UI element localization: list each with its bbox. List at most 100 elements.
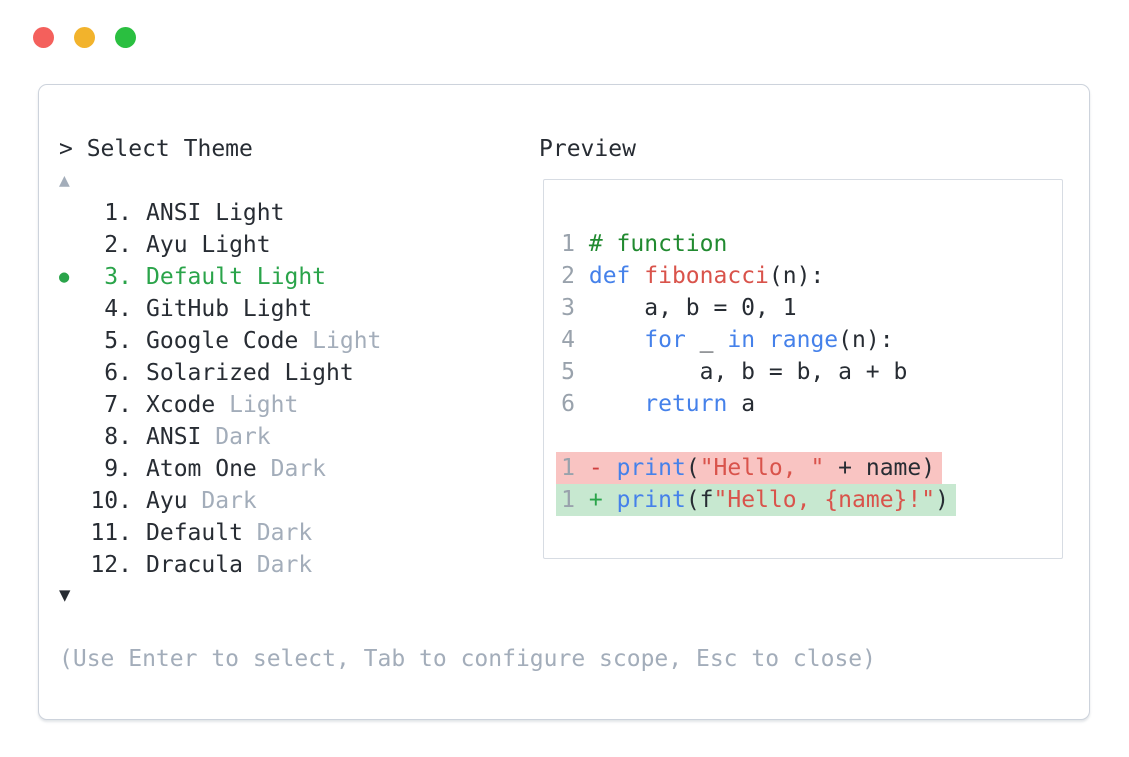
minimize-button[interactable] xyxy=(74,27,95,48)
theme-item-text: Ayu xyxy=(146,488,202,514)
spacer xyxy=(132,229,146,261)
theme-item-label: ANSI Light xyxy=(146,197,284,229)
bullet-space xyxy=(59,453,90,485)
code-token: (n): xyxy=(838,327,894,353)
theme-list-item[interactable]: 10. Ayu Dark xyxy=(59,485,381,517)
spacer xyxy=(575,388,589,420)
code-token: (n): xyxy=(768,263,825,289)
theme-list-item[interactable]: 8.ANSI Dark xyxy=(59,421,381,453)
theme-list-item[interactable]: ● 3. Default Light xyxy=(59,261,381,293)
spacer xyxy=(575,228,589,260)
code-token: print xyxy=(616,455,686,481)
theme-item-text: Atom One xyxy=(146,456,271,482)
scroll-up-icon[interactable]: ▲ xyxy=(59,170,70,191)
theme-item-label: Ayu Light xyxy=(146,229,271,261)
code-token: a, b = b, a + b xyxy=(588,359,908,385)
help-footer: (Use Enter to select, Tab to configure s… xyxy=(59,646,876,672)
code-line: 1 # function xyxy=(561,228,956,260)
theme-item-text: Default xyxy=(146,520,257,546)
theme-item-label: GitHub Light xyxy=(146,293,312,325)
theme-list-item[interactable]: 7.Xcode Light xyxy=(59,389,381,421)
theme-item-number: 2. xyxy=(104,232,132,258)
line-number: 1 xyxy=(561,487,575,513)
spacer xyxy=(132,261,146,293)
theme-item-text: ANSI xyxy=(146,424,216,450)
code-token: "Hello, " xyxy=(699,455,825,481)
spacer xyxy=(132,549,146,581)
theme-item-text: Dark xyxy=(270,456,327,482)
theme-item-number: 10. xyxy=(90,488,132,514)
diff-sign: + xyxy=(588,487,603,513)
code-line: 3 a, b = 0, 1 xyxy=(561,292,956,324)
theme-list-item[interactable]: 5.Google Code Light xyxy=(59,325,381,357)
theme-item-text: ANSI Light xyxy=(146,200,285,226)
code-token: ) xyxy=(935,487,949,513)
theme-list-item[interactable]: 12.Dracula Dark xyxy=(59,549,381,581)
line-number: 1 xyxy=(561,231,575,257)
theme-list-item[interactable]: 2. Ayu Light xyxy=(59,229,381,261)
theme-item-label: Dracula Dark xyxy=(146,549,312,581)
code-token: def xyxy=(588,263,631,289)
bullet-space xyxy=(59,421,90,453)
bullet-space xyxy=(59,485,90,517)
theme-item-number: 3. xyxy=(104,264,132,290)
spacer xyxy=(603,452,617,484)
theme-item-text: Dark xyxy=(256,520,313,546)
code-token xyxy=(755,324,769,356)
spacer xyxy=(132,325,146,357)
theme-item-text: Dark xyxy=(256,552,313,578)
theme-list-item[interactable]: 4.GitHub Light xyxy=(59,293,381,325)
theme-item-text: Light xyxy=(312,328,382,354)
bullet-space xyxy=(59,293,90,325)
theme-list-item[interactable]: 1. ANSI Light xyxy=(59,197,381,229)
line-number: 4 xyxy=(561,327,575,353)
theme-item-text: Dark xyxy=(215,424,271,450)
code-token: (f xyxy=(685,487,714,513)
theme-item-text: Google Code xyxy=(146,328,313,354)
theme-item-text: Ayu Light xyxy=(146,232,271,258)
code-token: range xyxy=(768,327,839,353)
spacer xyxy=(132,485,146,517)
spacer xyxy=(575,292,589,324)
code-line: 5 a, b = b, a + b xyxy=(561,356,956,388)
code-token: for xyxy=(644,327,686,353)
theme-item-number: 7. xyxy=(104,392,132,418)
line-number: 2 xyxy=(561,263,575,289)
code-token: + name) xyxy=(824,455,936,481)
bullet-space xyxy=(59,389,90,421)
line-number: 3 xyxy=(561,295,575,321)
line-number: 1 xyxy=(561,455,575,481)
theme-list-item[interactable]: 11. Default Dark xyxy=(59,517,381,549)
selected-item-dot: ● xyxy=(59,267,70,287)
diff-added-line: 1 + print(f"Hello, {name}!") xyxy=(556,484,956,516)
spacer xyxy=(132,197,146,229)
code-line: 6 return a xyxy=(561,388,956,420)
spacer xyxy=(575,484,589,516)
bullet-space xyxy=(59,549,90,581)
theme-item-number: 1. xyxy=(104,200,132,226)
theme-item-number: 11. xyxy=(90,520,132,546)
maximize-button[interactable] xyxy=(115,27,136,48)
theme-item-label: Default Light xyxy=(146,261,326,293)
diff-sign: - xyxy=(588,455,603,481)
code-token: in xyxy=(727,327,756,353)
code-token: return xyxy=(644,391,728,417)
line-number: 5 xyxy=(561,359,575,385)
theme-list-item[interactable]: 6.Solarized Light xyxy=(59,357,381,389)
bullet-space xyxy=(59,357,90,389)
scroll-down-icon[interactable]: ▼ xyxy=(59,584,71,606)
bullet-space xyxy=(59,517,90,549)
preview-title: Preview xyxy=(539,136,636,162)
diff-removed-line: 1 - print("Hello, " + name) xyxy=(556,452,943,484)
spacer xyxy=(132,421,146,453)
code-token: "Hello, {name}!" xyxy=(713,487,936,513)
close-button[interactable] xyxy=(33,27,54,48)
spacer xyxy=(575,452,589,484)
theme-item-text: Light xyxy=(229,392,299,418)
code-token xyxy=(589,388,644,420)
bullet-space xyxy=(59,229,90,261)
spacer xyxy=(132,357,146,389)
theme-list-item[interactable]: 9.Atom One Dark xyxy=(59,453,381,485)
theme-item-text: Dark xyxy=(201,488,257,514)
